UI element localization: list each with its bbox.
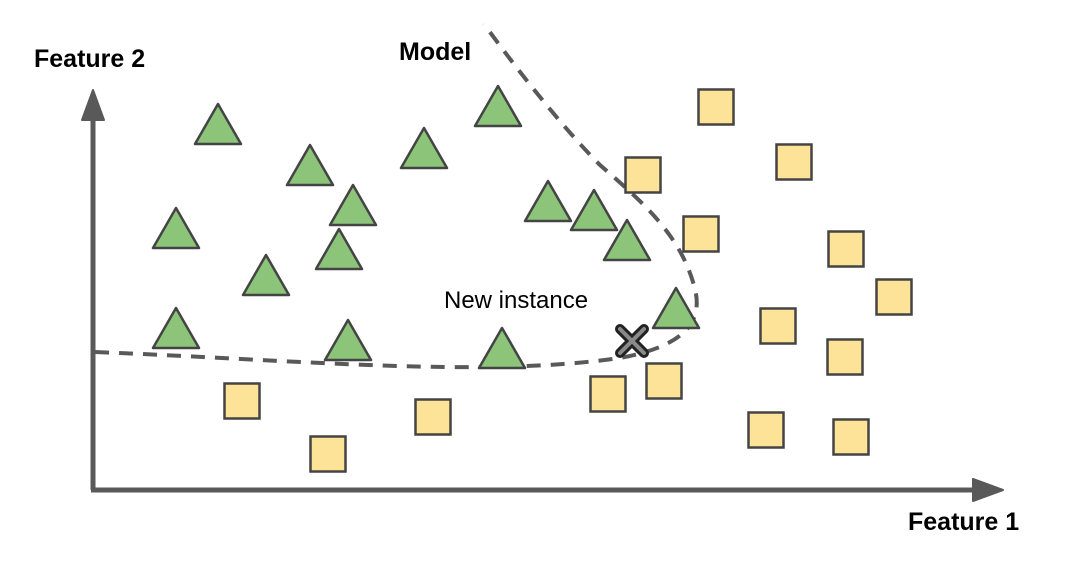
triangle-point [314, 227, 364, 271]
y-axis-label: Feature 2 [34, 45, 145, 73]
triangle-point [569, 188, 619, 232]
triangle-point [285, 143, 335, 187]
square-point [875, 278, 913, 316]
triangle-point [399, 126, 449, 170]
triangle-point [477, 326, 527, 370]
square-point [759, 307, 797, 345]
x-axis-arrow-icon [972, 478, 1004, 502]
triangle-point [151, 206, 201, 250]
triangle-point [473, 84, 523, 128]
square-point [826, 338, 864, 376]
triangle-class-points [151, 84, 701, 370]
square-point [697, 88, 735, 126]
square-point [223, 382, 261, 420]
y-axis-arrow-icon [81, 89, 105, 121]
triangle-point [602, 218, 652, 262]
square-point [832, 418, 870, 456]
triangle-point [651, 286, 701, 330]
triangle-point [193, 102, 243, 146]
new-instance-x-icon [615, 324, 649, 358]
axes [81, 89, 1004, 502]
square-point [747, 411, 785, 449]
model-label: Model [399, 38, 471, 66]
square-point [414, 398, 452, 436]
triangle-point [241, 253, 291, 297]
triangle-point [323, 318, 373, 362]
square-point [775, 143, 813, 181]
square-point [645, 362, 683, 400]
triangle-point [523, 179, 573, 223]
x-axis-label: Feature 1 [908, 508, 1019, 536]
model-decision-boundary [94, 22, 699, 370]
square-point [827, 230, 865, 268]
triangle-point [151, 306, 201, 350]
new-instance-x-inner [618, 327, 646, 355]
triangle-point [328, 183, 378, 227]
square-point [589, 375, 627, 413]
square-point [624, 156, 662, 194]
square-point [309, 435, 347, 473]
new-instance-label: New instance [444, 287, 588, 314]
square-point [682, 215, 720, 253]
square-class-points [223, 88, 913, 473]
